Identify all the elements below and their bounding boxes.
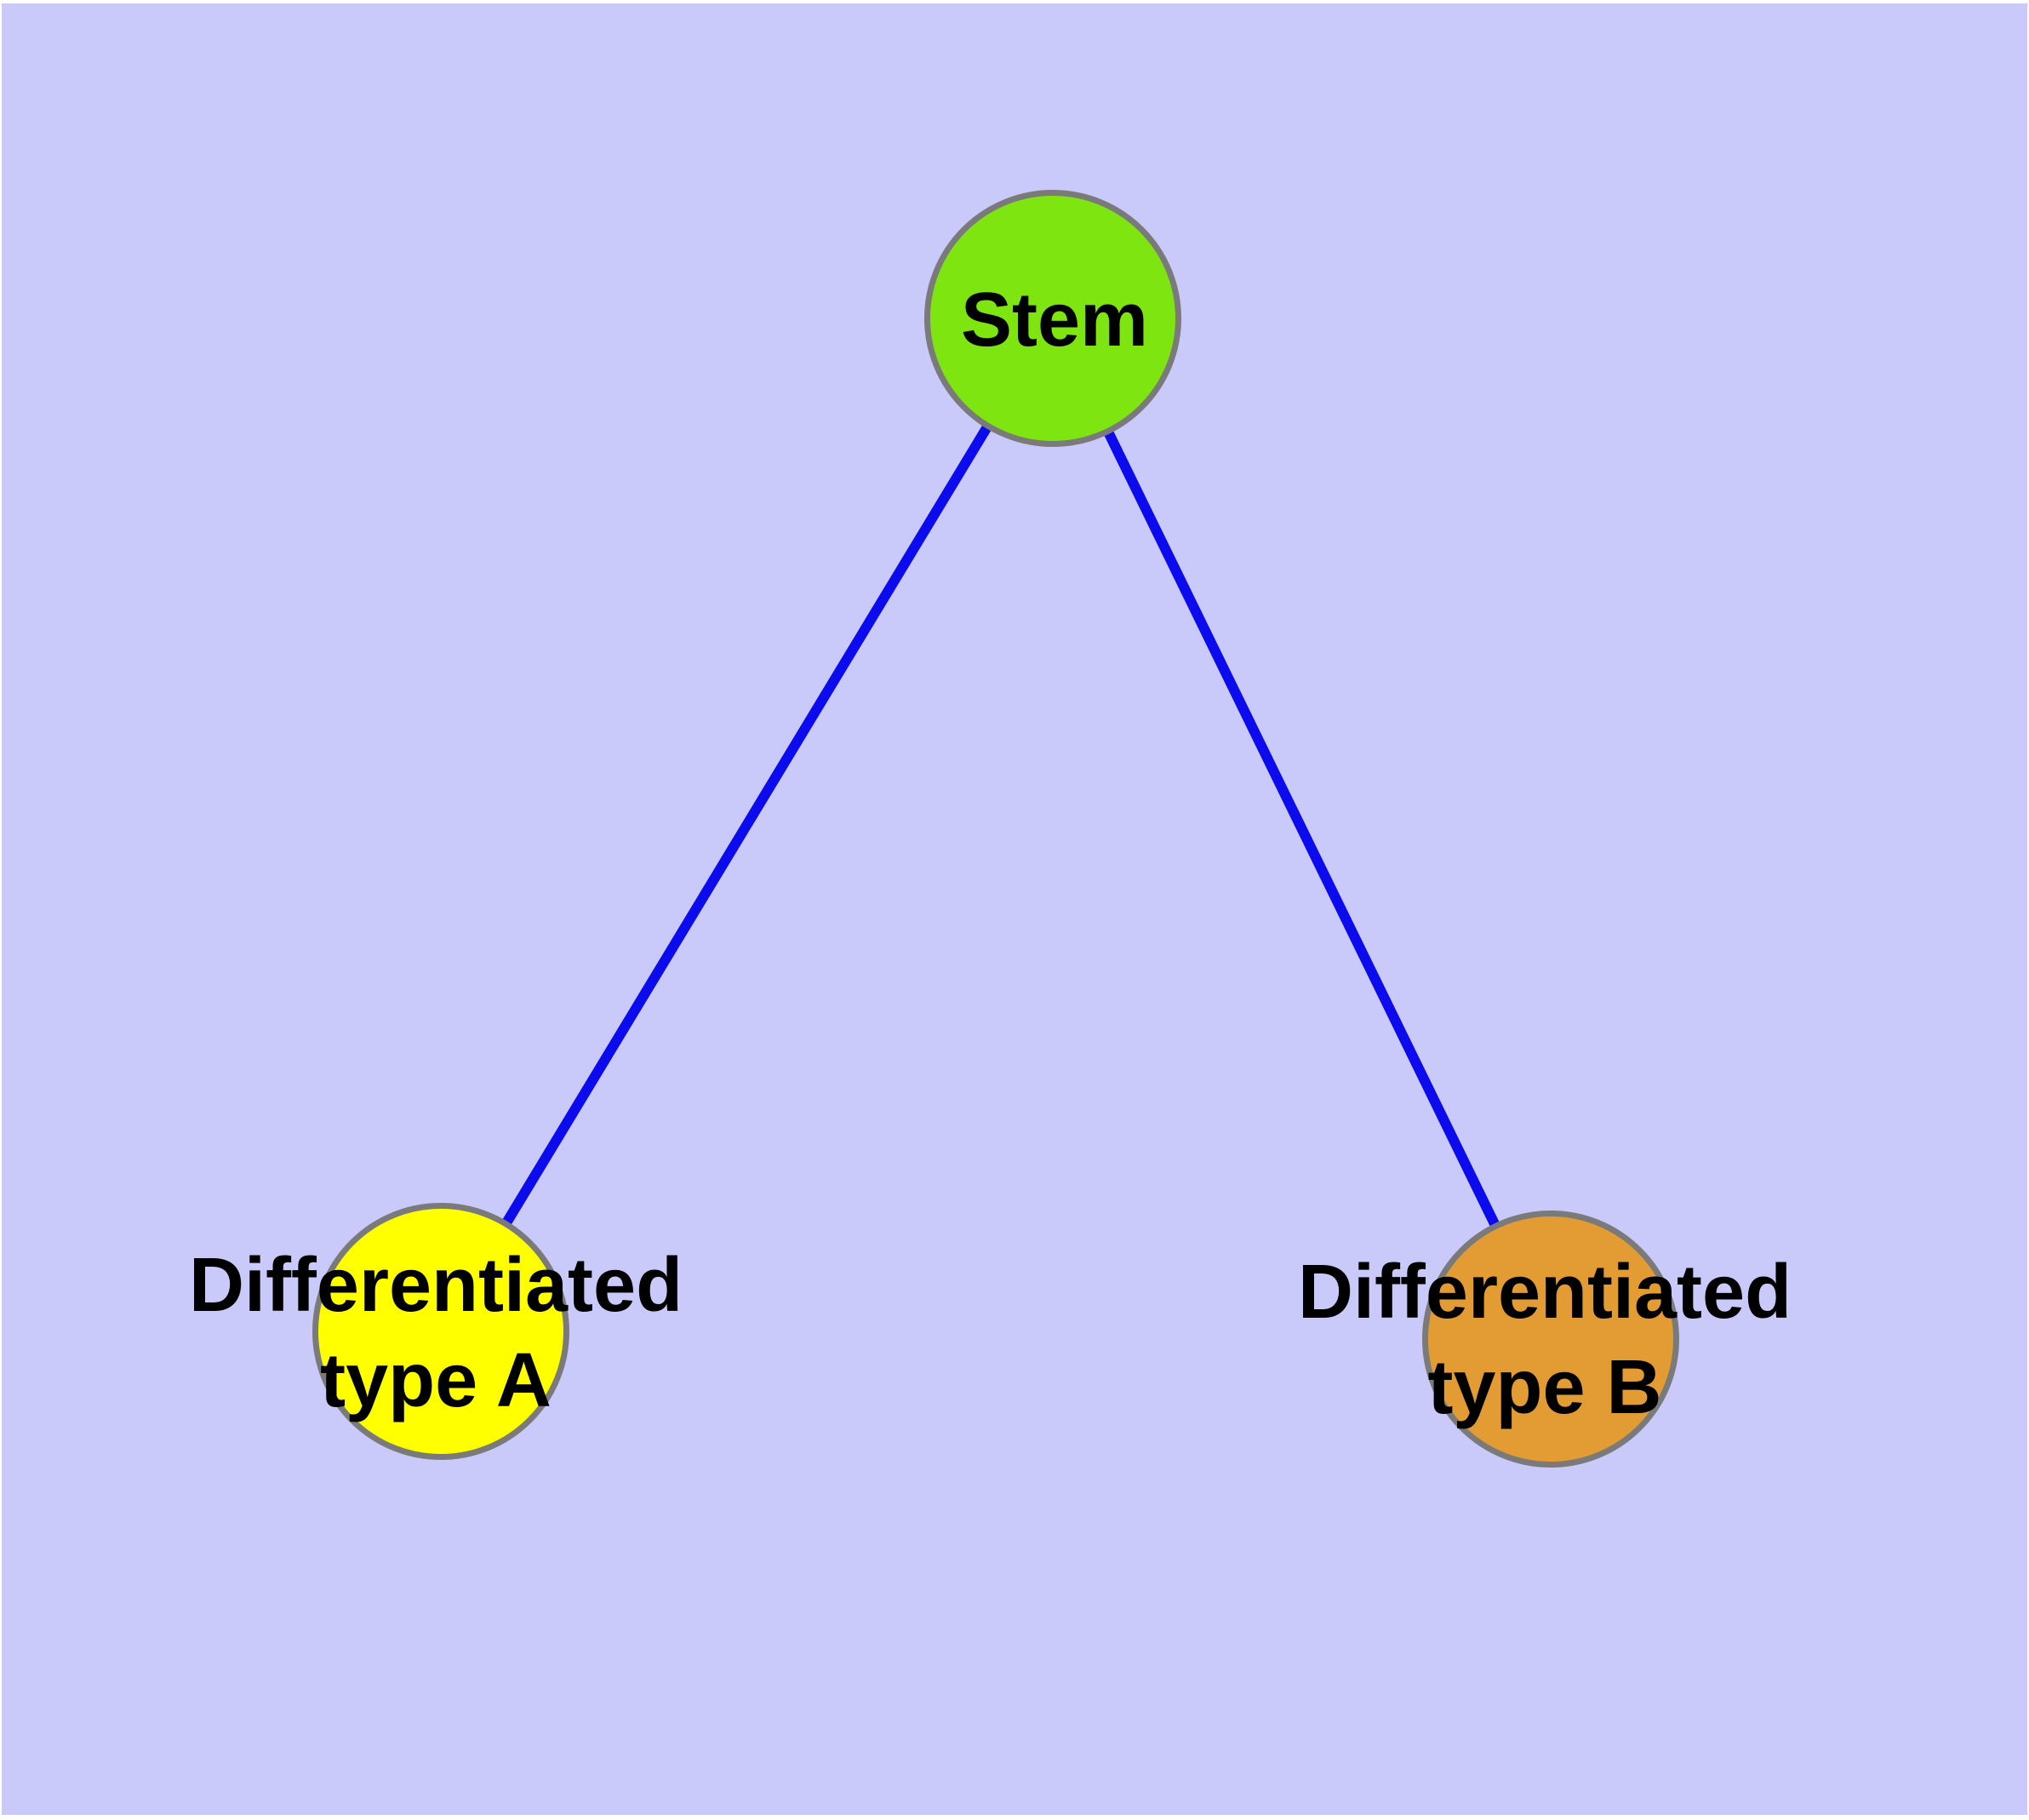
node-type-b-label-line1: Differentiated: [1297, 1250, 1792, 1335]
node-type-b-label: Differentiated type B: [1298, 1245, 1792, 1435]
node-type-a-label-line1: Differentiated: [188, 1243, 683, 1328]
node-differentiated-type-a: [312, 1203, 569, 1460]
node-type-a-label-line2: type A: [320, 1338, 552, 1423]
node-differentiated-type-b: [1422, 1210, 1679, 1468]
node-stem-label: Stem: [960, 278, 1149, 363]
edge-stem-to-type-a: [436, 315, 1058, 1335]
node-type-b-label-line2: type B: [1427, 1345, 1662, 1430]
edge-stem-to-type-b: [1048, 316, 1556, 1342]
node-type-a-label: Differentiated type A: [189, 1238, 683, 1428]
node-stem: [924, 190, 1181, 447]
